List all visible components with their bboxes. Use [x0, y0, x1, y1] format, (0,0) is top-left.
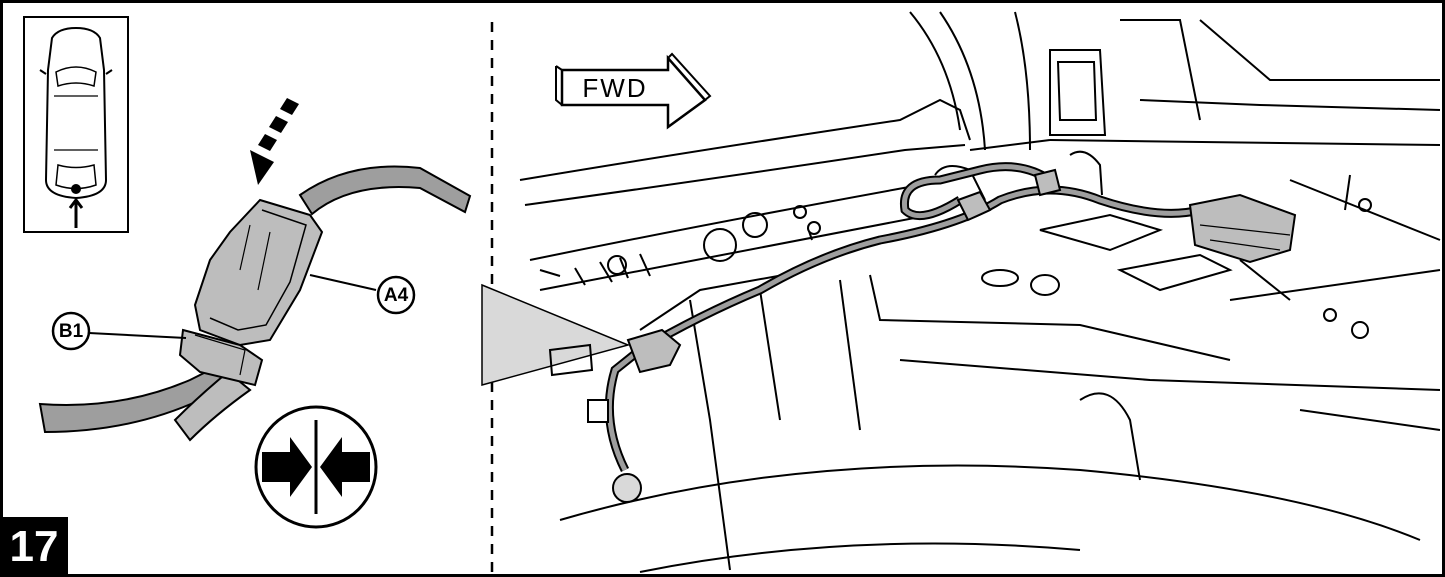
cargo-area-drawing	[519, 11, 1441, 573]
connect-arrows-icon	[254, 405, 378, 529]
connector-a4	[193, 198, 324, 347]
connector-b1	[178, 328, 264, 387]
zoom-highlight	[481, 283, 631, 386]
fwd-label: FWD	[582, 73, 648, 103]
connector-detail: A4 B1	[38, 165, 472, 442]
control-module	[1188, 193, 1297, 264]
vehicle-top-view-icon	[23, 16, 129, 233]
dashed-push-arrow-icon	[250, 98, 299, 185]
step-number-badge	[0, 517, 68, 577]
vehicle-connector	[626, 328, 682, 374]
corner-mark	[0, 0, 16, 3]
callout-b1	[51, 311, 91, 351]
upper-cable	[298, 165, 472, 216]
callout-a4-label: A4	[383, 285, 409, 306]
lower-wire-bundle	[173, 370, 252, 442]
location-arrow-icon	[68, 197, 84, 228]
forward-arrow-icon	[555, 52, 712, 130]
wire-harness	[587, 162, 1297, 503]
step-number: 17	[9, 522, 59, 571]
callout-b1-label: B1	[58, 321, 84, 342]
location-dot-icon	[71, 184, 81, 194]
callout-a4	[376, 275, 416, 315]
